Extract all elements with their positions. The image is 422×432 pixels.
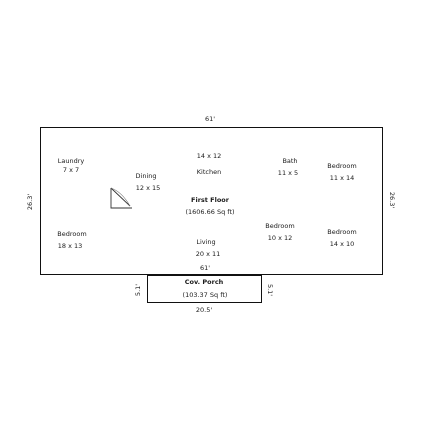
porch-outline	[147, 275, 262, 303]
porch-area: (103.37 Sq ft)	[182, 291, 228, 299]
room-name-bedroom-ne: Bedroom	[327, 162, 357, 170]
room-size-dining: 12 x 15	[135, 184, 161, 192]
room-size-kitchen: 14 x 12	[196, 152, 222, 160]
porch-bottom-dimension-label: 20.5'	[195, 306, 213, 314]
room-name-dining: Dining	[135, 172, 157, 180]
room-size-bedroom-w: 18 x 13	[57, 242, 83, 250]
room-name-bedroom-c: Bedroom	[265, 222, 295, 230]
floor-area: (1606.66 Sq ft)	[185, 208, 235, 216]
porch-name: Cov. Porch	[184, 278, 224, 286]
stairs-symbol	[110, 187, 132, 209]
room-name-living: Living	[196, 238, 216, 246]
room-name-kitchen: Kitchen	[196, 168, 222, 176]
room-size-bedroom-c: 10 x 12	[267, 234, 293, 242]
bottom-dimension-label: 61'	[199, 264, 211, 272]
left-dimension-label: 26.3'	[26, 193, 35, 211]
room-name-laundry: Laundry	[57, 157, 85, 165]
room-size-bath: 11 x 5	[277, 169, 299, 177]
room-name-bath: Bath	[282, 157, 298, 165]
room-size-bedroom-ne: 11 x 14	[329, 174, 355, 182]
right-dimension-label: 26.3'	[388, 191, 397, 209]
room-name-bedroom-w: Bedroom	[57, 230, 87, 238]
main-floor-outline	[40, 127, 383, 275]
porch-right-dimension-label: 5.1'	[266, 283, 275, 297]
top-dimension-label: 61'	[204, 115, 216, 123]
floor-name: First Floor	[191, 196, 229, 204]
room-size-laundry: 7 x 7	[62, 166, 80, 174]
porch-left-dimension-label: 5.1'	[134, 283, 143, 297]
room-size-living: 20 x 11	[195, 250, 221, 258]
room-size-bedroom-se: 14 x 10	[329, 240, 355, 248]
room-name-bedroom-se: Bedroom	[327, 228, 357, 236]
